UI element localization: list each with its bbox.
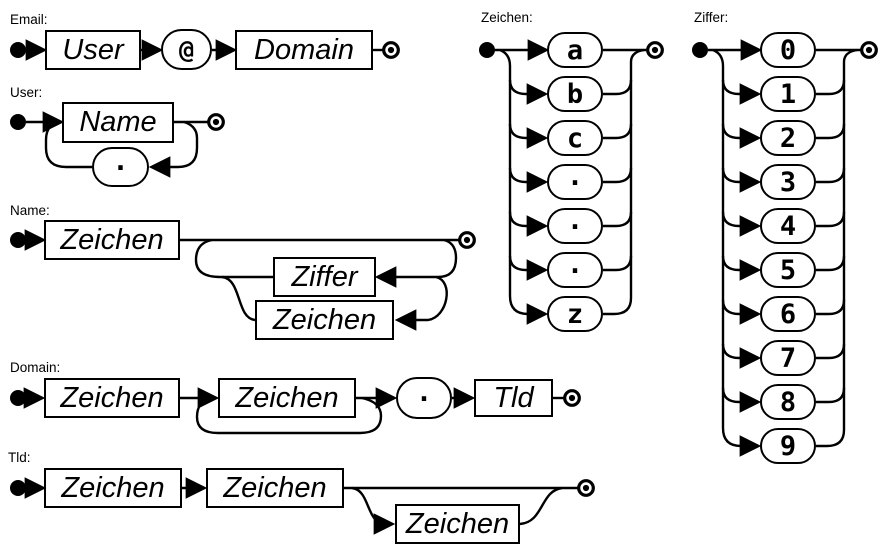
- nonterminal-domain: Domain: [235, 30, 373, 70]
- terminal-dot: .: [92, 146, 149, 187]
- rule-label-tld: Tld:: [8, 450, 31, 465]
- rule-label-user: User:: [10, 85, 43, 100]
- terminal-7: 7: [760, 340, 816, 376]
- nonterminal-user: User: [45, 30, 141, 70]
- terminal-6: 6: [760, 296, 816, 332]
- nonterminal-zeichen: Zeichen: [44, 220, 180, 260]
- terminal-1: 1: [760, 76, 816, 112]
- nonterminal-zeichen: Zeichen: [218, 378, 356, 418]
- terminal-3: 3: [760, 164, 816, 200]
- rule-label-ziffer: Ziffer:: [694, 10, 729, 25]
- rule-label-name: Name:: [10, 203, 50, 218]
- terminal-0: 0: [760, 32, 816, 68]
- terminal-ellipsis-dot: .: [547, 249, 603, 288]
- nonterminal-name: Name: [62, 102, 174, 143]
- terminal-z: z: [547, 296, 603, 332]
- terminal-2: 2: [760, 120, 816, 156]
- terminal-ellipsis-dot: .: [547, 205, 603, 244]
- nonterminal-ziffer: Ziffer: [273, 257, 376, 297]
- terminal-c: c: [547, 120, 603, 156]
- terminal-ellipsis-dot: .: [547, 161, 603, 200]
- terminal-4: 4: [760, 208, 816, 244]
- nonterminal-zeichen: Zeichen: [44, 468, 182, 508]
- terminal-8: 8: [760, 384, 816, 420]
- start-terminals: [10, 42, 708, 496]
- terminal-b: b: [547, 76, 603, 112]
- terminal-at: @: [161, 29, 212, 70]
- rule-label-zeichen: Zeichen:: [481, 10, 533, 25]
- nonterminal-zeichen: Zeichen: [206, 468, 344, 508]
- nonterminal-zeichen: Zeichen: [395, 504, 520, 544]
- terminal-a: a: [547, 32, 603, 68]
- terminal-dot: .: [396, 377, 452, 419]
- end-terminals: [207, 41, 878, 497]
- nonterminal-zeichen: Zeichen: [255, 300, 394, 340]
- rule-label-email: Email:: [10, 12, 48, 27]
- terminal-5: 5: [760, 252, 816, 288]
- nonterminal-tld: Tld: [474, 379, 553, 417]
- terminal-9: 9: [760, 428, 816, 464]
- nonterminal-zeichen: Zeichen: [44, 378, 180, 418]
- rule-label-domain: Domain:: [10, 360, 61, 375]
